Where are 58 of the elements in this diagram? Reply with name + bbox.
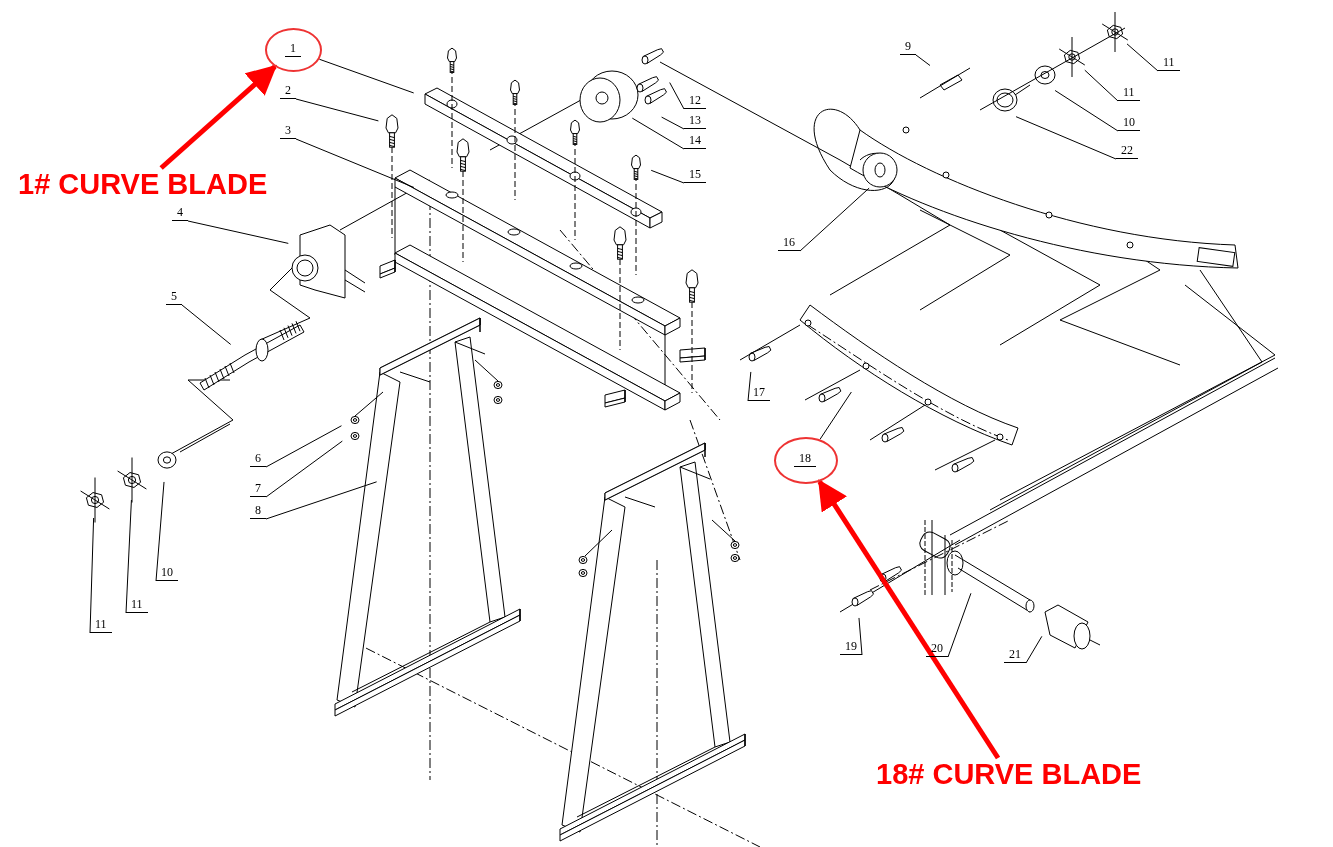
callout-number: 11 [1118,86,1140,101]
callout-number: 4 [172,206,188,221]
callout-number: 16 [778,236,800,251]
callout-number: 18 [794,452,816,467]
leader-line [858,617,863,656]
leader-line [181,304,232,345]
callout-number: 3 [280,124,296,139]
callout-number: 22 [1116,144,1138,159]
highlight-circle [774,437,838,484]
leader-line [661,116,685,130]
leader-line [1025,635,1043,664]
annotation-text: 1# CURVE BLADE [18,168,268,201]
leader-line [1126,43,1159,72]
highlight-circle [265,28,322,72]
leader-line [295,138,415,188]
callout-number: 11 [90,618,112,633]
leader-line [318,58,415,94]
leader-line [1054,90,1119,132]
leader-line [155,481,165,582]
leader-line [295,98,379,122]
callout-number: 11 [1158,56,1180,71]
callout-number: 11 [126,598,148,613]
leader-line [265,425,342,468]
leader-line [89,517,95,634]
callout-number: 10 [1118,116,1140,131]
callout-number: 15 [684,168,706,183]
annotation-text: 18# CURVE BLADE [876,758,1142,791]
callout-number: 13 [684,114,706,129]
leader-line [187,220,289,244]
leader-line [947,592,972,658]
leader-line [669,82,685,110]
leader-line [799,187,870,252]
callout-number: 2 [280,84,296,99]
leader-line [631,117,685,150]
leader-line [650,169,685,184]
callout-number: 20 [926,642,948,657]
callout-number: 1 [285,42,301,57]
callout-number: 7 [250,482,266,497]
callout-number: 19 [840,640,862,655]
arrow [817,479,1001,760]
callout-number: 21 [1004,648,1026,663]
callout-number: 6 [250,452,266,467]
leader-line [819,391,852,440]
arrow [159,64,278,170]
leader-line [265,440,343,498]
leader-line [915,54,931,66]
callout-number: 10 [156,566,178,581]
leader-line [1015,116,1117,160]
callout-number: 12 [684,94,706,109]
callout-number: 14 [684,134,706,149]
leader-line [1084,69,1119,102]
callout-number: 9 [900,40,916,55]
leader-line [747,371,752,402]
callout-number: 5 [166,290,182,305]
leader-line [265,481,378,520]
leader-line [125,499,132,614]
callout-number: 17 [748,386,770,401]
callout-number: 8 [250,504,266,519]
